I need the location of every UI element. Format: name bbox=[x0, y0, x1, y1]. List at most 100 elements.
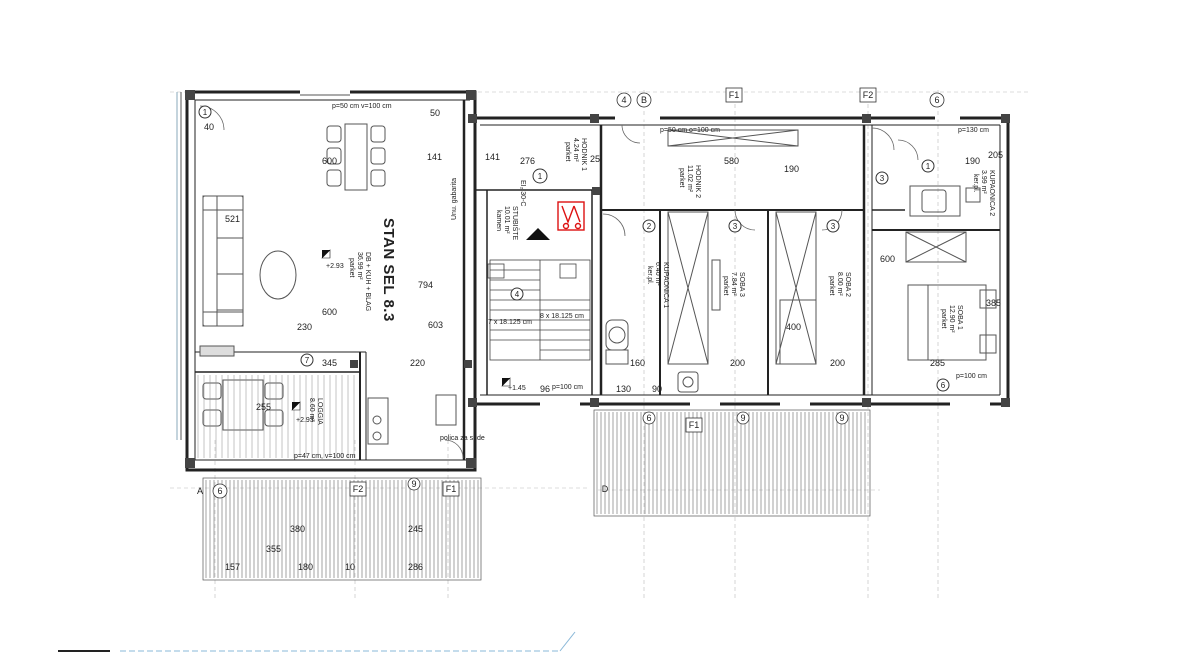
svg-text:KUPAONICA 2: KUPAONICA 2 bbox=[988, 170, 995, 216]
svg-text:3.99 m²: 3.99 m² bbox=[980, 170, 987, 194]
svg-text:p=50 cm v=100 cm: p=50 cm v=100 cm bbox=[332, 103, 392, 110]
svg-text:6: 6 bbox=[934, 95, 939, 105]
svg-text:+2.93: +2.93 bbox=[296, 417, 314, 424]
svg-text:345: 345 bbox=[322, 358, 337, 368]
svg-text:200: 200 bbox=[830, 358, 845, 368]
svg-text:96: 96 bbox=[540, 384, 550, 394]
bottom-legend-line bbox=[58, 631, 576, 652]
svg-text:polica za sude: polica za sude bbox=[440, 435, 485, 442]
room-living-label: DB + KUH + BLAG 36.99 m² parket +2.93 bbox=[326, 252, 371, 311]
fire-extinguisher-icon bbox=[557, 201, 585, 231]
svg-text:parket: parket bbox=[828, 276, 835, 296]
svg-text:521: 521 bbox=[225, 214, 240, 224]
svg-text:Unu. gabarita: Unu. gabarita bbox=[451, 178, 458, 220]
svg-text:8.00 m²: 8.00 m² bbox=[836, 272, 843, 296]
svg-text:245: 245 bbox=[408, 524, 423, 534]
svg-text:F2: F2 bbox=[863, 90, 874, 100]
room-hall1-label: HODNIK 1 4.24 m² parket bbox=[564, 138, 587, 171]
svg-text:ker.pl.: ker.pl. bbox=[972, 174, 979, 193]
svg-text:286: 286 bbox=[408, 562, 423, 572]
terrace-right-slats bbox=[596, 412, 866, 514]
svg-text:1: 1 bbox=[926, 162, 931, 171]
svg-text:DB + KUH + BLAG: DB + KUH + BLAG bbox=[364, 252, 371, 311]
svg-text:p=100 cm: p=100 cm bbox=[956, 373, 987, 380]
svg-text:200: 200 bbox=[730, 358, 745, 368]
svg-text:D: D bbox=[602, 484, 609, 494]
svg-text:160: 160 bbox=[630, 358, 645, 368]
svg-text:141: 141 bbox=[427, 152, 442, 162]
room-room3-label: SOBA 3 7.84 m² parket bbox=[722, 272, 745, 297]
grid-bubble-labels: 4 B F1 F2 6 A 6 F2 9 F1 D 6 F1 9 9 bbox=[197, 90, 940, 496]
svg-text:10: 10 bbox=[345, 562, 355, 572]
room-bath2-label: KUPAONICA 2 3.99 m² ker.pl. bbox=[972, 170, 995, 216]
svg-text:600: 600 bbox=[322, 156, 337, 166]
svg-text:1: 1 bbox=[203, 108, 208, 117]
room-room1-label: SOBA 1 12.90 m² parket bbox=[940, 305, 963, 333]
columns bbox=[185, 90, 1010, 468]
svg-text:276: 276 bbox=[520, 156, 535, 166]
grid-bubbles bbox=[212, 87, 945, 499]
windows bbox=[176, 90, 990, 440]
room-room2-label: SOBA 2 8.00 m² parket bbox=[828, 272, 851, 297]
svg-text:kamen: kamen bbox=[495, 210, 502, 231]
svg-text:25: 25 bbox=[590, 154, 600, 164]
svg-text:36.99 m²: 36.99 m² bbox=[356, 252, 363, 280]
svg-text:3: 3 bbox=[831, 222, 836, 231]
svg-text:7: 7 bbox=[305, 356, 310, 365]
svg-text:F1: F1 bbox=[446, 484, 457, 494]
svg-text:157: 157 bbox=[225, 562, 240, 572]
svg-text:F1: F1 bbox=[729, 90, 740, 100]
room-bath1-label: KUPAONICA 1 6.40 m² ker.pl. bbox=[646, 262, 669, 308]
svg-text:2: 2 bbox=[647, 222, 652, 231]
svg-text:230: 230 bbox=[297, 322, 312, 332]
svg-text:parket: parket bbox=[722, 276, 729, 296]
svg-text:3: 3 bbox=[880, 174, 885, 183]
svg-text:SOBA 2: SOBA 2 bbox=[844, 272, 851, 297]
svg-text:10.01 m²: 10.01 m² bbox=[503, 206, 510, 234]
window-notes: p=50 cm v=100 cm p=50 cm o=100 cm p=100 … bbox=[294, 103, 989, 460]
svg-text:STUBIŠTE: STUBIŠTE bbox=[511, 206, 520, 241]
svg-text:+1.45: +1.45 bbox=[508, 385, 526, 392]
svg-text:+2.93: +2.93 bbox=[326, 263, 344, 270]
svg-text:parket: parket bbox=[564, 142, 571, 162]
svg-text:parket: parket bbox=[348, 258, 355, 278]
svg-text:F1: F1 bbox=[689, 420, 700, 430]
svg-text:205: 205 bbox=[988, 150, 1003, 160]
svg-text:3: 3 bbox=[733, 222, 738, 231]
svg-text:p=100 cm: p=100 cm bbox=[552, 384, 583, 391]
terrace-left-slats bbox=[205, 480, 479, 578]
svg-text:LOGGIA: LOGGIA bbox=[316, 398, 323, 425]
svg-text:90: 90 bbox=[652, 384, 662, 394]
svg-text:220: 220 bbox=[410, 358, 425, 368]
stair-arrow-icon bbox=[526, 228, 550, 240]
apartment-title: STAN SEL 8.3 bbox=[380, 218, 397, 322]
stairs bbox=[487, 259, 591, 361]
svg-text:4: 4 bbox=[621, 95, 626, 105]
room-hall2-label: HODNIK 2 11.02 m² parket bbox=[678, 165, 701, 198]
svg-text:255: 255 bbox=[256, 402, 271, 412]
svg-text:A: A bbox=[197, 486, 203, 496]
svg-text:7 x 18.125 cm: 7 x 18.125 cm bbox=[488, 319, 532, 326]
svg-text:p=130 cm: p=130 cm bbox=[958, 127, 989, 134]
svg-text:12.90 m²: 12.90 m² bbox=[948, 305, 955, 333]
svg-text:SOBA 3: SOBA 3 bbox=[738, 272, 745, 297]
svg-text:285: 285 bbox=[930, 358, 945, 368]
loggia-slats bbox=[197, 375, 355, 458]
svg-text:4.24 m²: 4.24 m² bbox=[572, 138, 579, 162]
svg-text:9: 9 bbox=[411, 479, 416, 489]
svg-text:400: 400 bbox=[786, 322, 801, 332]
svg-text:190: 190 bbox=[965, 156, 980, 166]
room-number-circles bbox=[198, 105, 950, 392]
svg-text:6: 6 bbox=[941, 381, 946, 390]
svg-text:HODNIK 1: HODNIK 1 bbox=[580, 138, 587, 171]
axis-lines bbox=[170, 90, 1030, 600]
svg-text:F2: F2 bbox=[353, 484, 364, 494]
svg-text:600: 600 bbox=[880, 254, 895, 264]
room-loggia-label: LOGGIA 8.60 m² +2.93 bbox=[296, 398, 323, 425]
svg-text:STAN SEL 8.3: STAN SEL 8.3 bbox=[380, 218, 397, 322]
svg-text:KUPAONICA 1: KUPAONICA 1 bbox=[662, 262, 669, 308]
svg-text:B: B bbox=[641, 95, 647, 105]
svg-text:180: 180 bbox=[298, 562, 313, 572]
svg-text:6.40 m²: 6.40 m² bbox=[654, 262, 661, 286]
svg-text:7.84 m²: 7.84 m² bbox=[730, 272, 737, 296]
